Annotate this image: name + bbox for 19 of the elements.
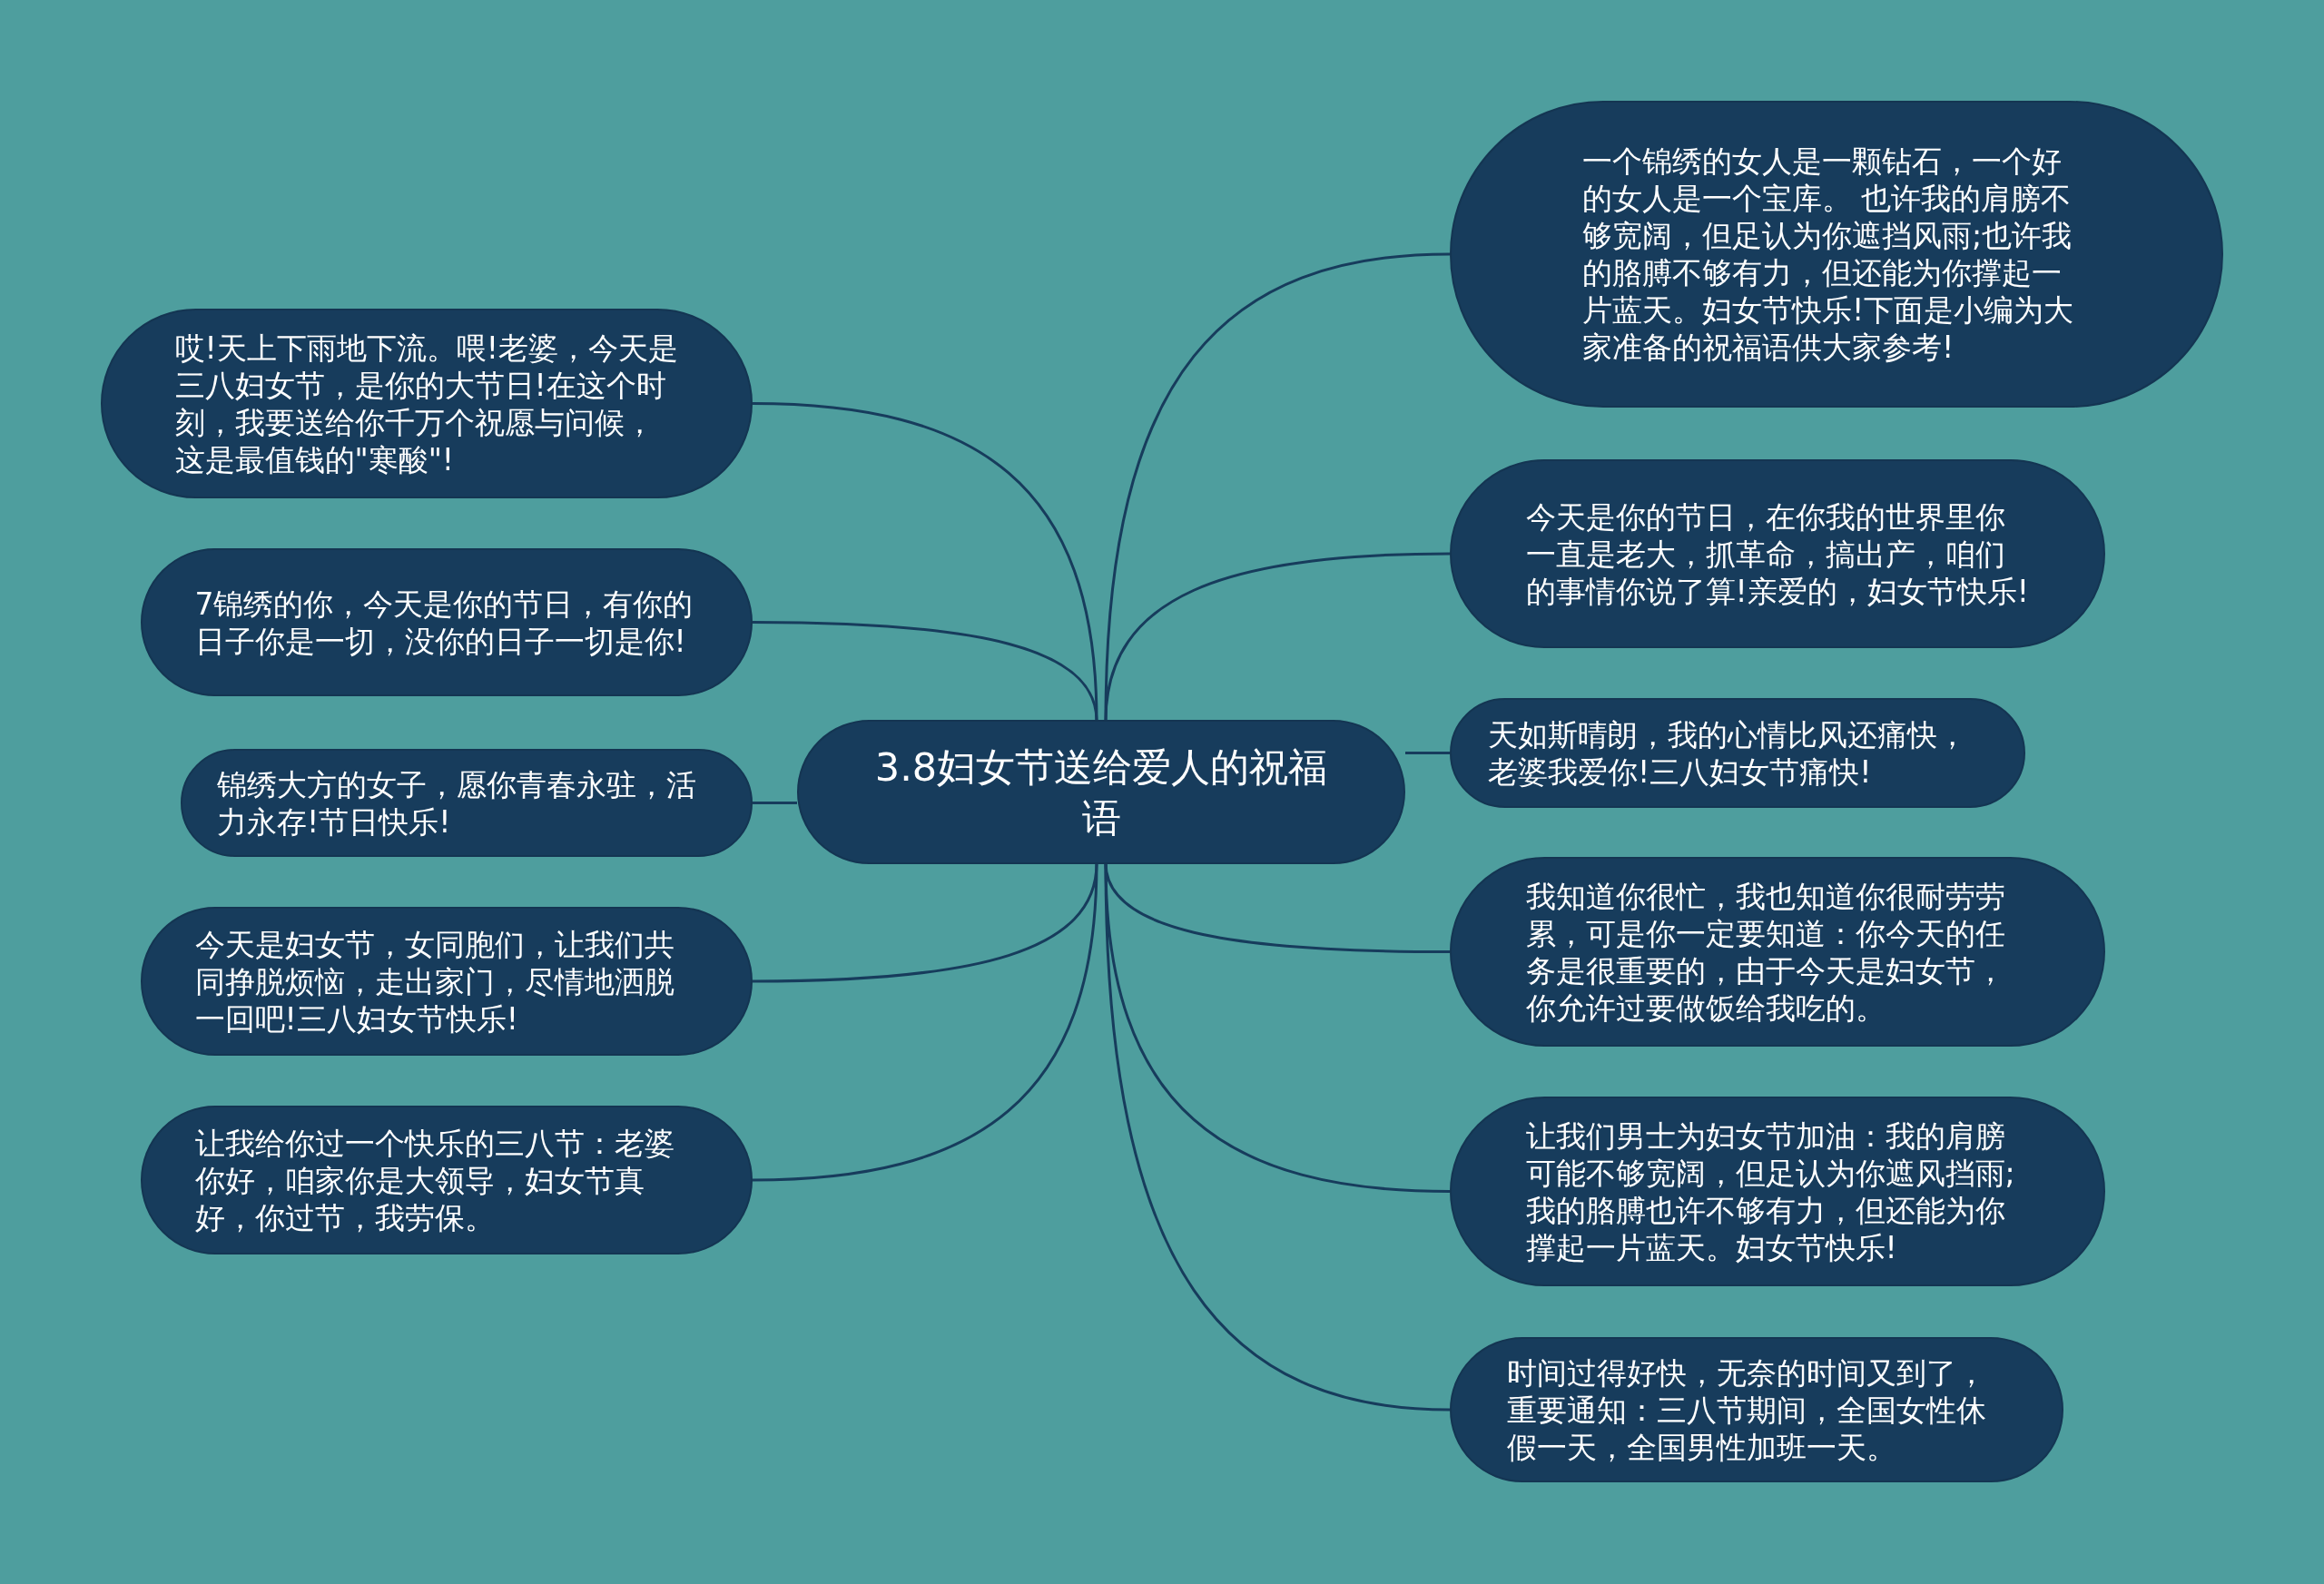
message-bubble: 让我给你过一个快乐的三八节：老婆你好，咱家你是大领导，妇女节真好，你过节，我劳保。 xyxy=(141,1106,753,1254)
message-bubble: 我知道你很忙，我也知道你很耐劳劳累，可是你一定要知道：你今天的任务是很重要的，由于今天是妇女节，你允许过要做饭给我吃的。 xyxy=(1450,857,2105,1047)
message-bubble: 7锦绣的你，今天是你的节日，有你的日子你是一切，没你的日子一切是你! xyxy=(141,548,753,696)
connector-line xyxy=(1104,252,1451,722)
message-bubble: 时间过得好快，无奈的时间又到了，重要通知：三八节期间，全国女性休假一天，全国男性加班一天。 xyxy=(1450,1337,2063,1482)
connector-line xyxy=(753,621,1098,722)
message-bubble: 天如斯晴朗，我的心情比风还痛快，老婆我爱你!三八妇女节痛快! xyxy=(1450,698,2025,808)
connector-line xyxy=(1104,862,1451,1412)
message-bubble: 一个锦绣的女人是一颗钻石，一个好的女人是一个宝库。 也许我的肩膀不够宽阔，但足认为你遮挡风雨;也许我的胳膊不够有力，但还能为你撑起一片蓝天。妇女节快乐!下面是小编为大家准备的祝福语供大家参考! xyxy=(1450,101,2223,408)
message-bubble: 锦绣大方的女子，愿你青春永驻，活力永存!节日快乐! xyxy=(181,749,753,857)
message-bubble: 今天是你的节日，在你我的世界里你一直是老大，抓革命，搞出产，咱们的事情你说了算!亲爱的，妇女节快乐! xyxy=(1450,459,2105,648)
message-bubble: 让我们男士为妇女节加油：我的肩膀可能不够宽阔，但足认为你遮风挡雨;我的胳膊也许不够有力，但还能为你撑起一片蓝天。妇女节快乐! xyxy=(1450,1097,2105,1286)
message-bubble: 哎!天上下雨地下流。喂!老婆，今天是三八妇女节，是你的大节日!在这个时刻，我要送给你千万个祝愿与问候，这是最值钱的"寒酸"! xyxy=(101,309,753,498)
central-topic: 3.8妇女节送给爱人的祝福语 xyxy=(797,720,1405,864)
connector-line xyxy=(1405,752,1450,754)
connector-line xyxy=(753,802,797,804)
message-bubble: 今天是妇女节，女同胞们，让我们共同挣脱烦恼，走出家门，尽情地洒脱一回吧!三八妇女节快乐! xyxy=(141,907,753,1056)
connector-line xyxy=(752,862,1098,1182)
connector-line xyxy=(1104,552,1451,722)
